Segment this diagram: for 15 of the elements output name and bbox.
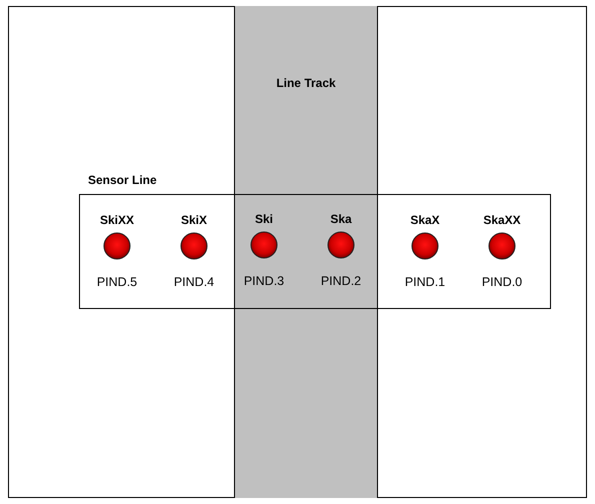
pin-label: PIND.0	[480, 275, 524, 289]
pin-label: PIND.4	[172, 275, 216, 289]
sensor-name: SkaX	[409, 213, 441, 227]
pin-label: PIND.5	[96, 275, 138, 289]
sensor-name: Ski	[254, 212, 274, 226]
sensor-name: SkiX	[180, 213, 208, 227]
pin-label: PIND.1	[404, 275, 446, 289]
track-heading: Line Track	[275, 76, 337, 90]
sensor-line-heading: Sensor Line	[88, 173, 157, 187]
sensor-name: SkaXX	[482, 213, 522, 227]
pin-label: PIND.3	[242, 274, 286, 288]
sensor-name: Ska	[329, 212, 353, 226]
line-track-band	[234, 6, 378, 498]
pin-label: PIND.2	[320, 274, 362, 288]
sensor-name: SkiXX	[98, 213, 136, 227]
